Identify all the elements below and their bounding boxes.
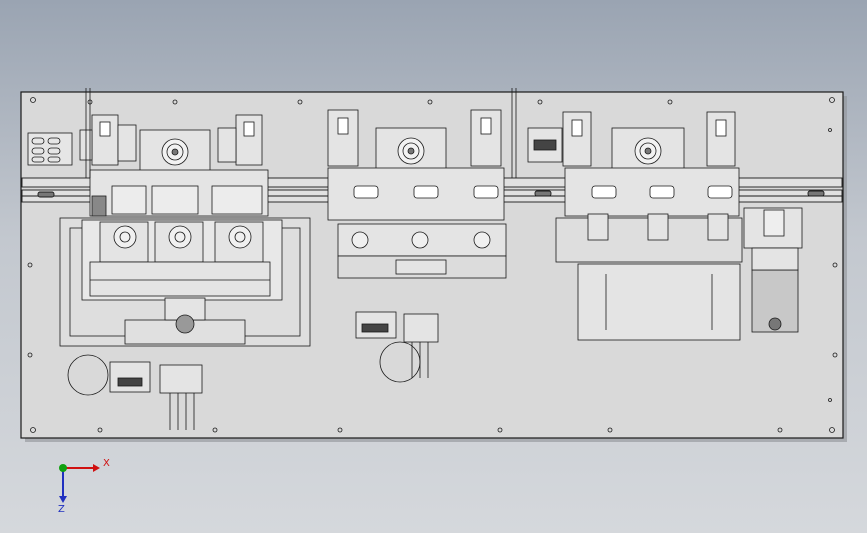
cable-tubes — [85, 88, 517, 178]
module-1-accessories[interactable] — [67, 354, 203, 430]
y-axis-dot — [59, 464, 67, 472]
cable-connector-block[interactable] — [27, 132, 73, 166]
x-axis-label: X — [103, 458, 110, 469]
module-3[interactable] — [527, 111, 803, 341]
module-2[interactable] — [327, 109, 507, 383]
coordinate-triad — [59, 464, 100, 503]
x-axis-arrowhead — [93, 464, 100, 472]
z-axis-arrowhead — [59, 496, 67, 503]
z-axis-label: Z — [58, 504, 65, 515]
module-1[interactable] — [59, 114, 311, 347]
